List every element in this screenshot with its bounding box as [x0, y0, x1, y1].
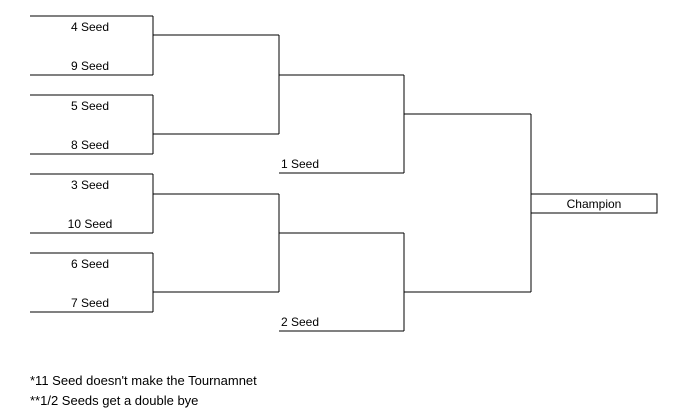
seed-label-4: 4 Seed	[71, 20, 109, 34]
seed-label-8: 8 Seed	[71, 138, 109, 152]
seed-label-3: 3 Seed	[71, 178, 109, 192]
bye-label-seed-1: 1 Seed	[281, 157, 319, 171]
seed-label-10: 10 Seed	[68, 217, 113, 231]
seed-label-9: 9 Seed	[71, 59, 109, 73]
seed-label-5: 5 Seed	[71, 99, 109, 113]
bye-label-seed-2: 2 Seed	[281, 315, 319, 329]
seed-label-7: 7 Seed	[71, 296, 109, 310]
champion-box	[530, 193, 658, 214]
seed-label-6: 6 Seed	[71, 257, 109, 271]
footnote-double-bye: **1/2 Seeds get a double bye	[30, 393, 199, 408]
footnote-eleventh-seed: *11 Seed doesn't make the Tournamnet	[30, 373, 257, 388]
champion-label: Champion	[567, 197, 622, 211]
